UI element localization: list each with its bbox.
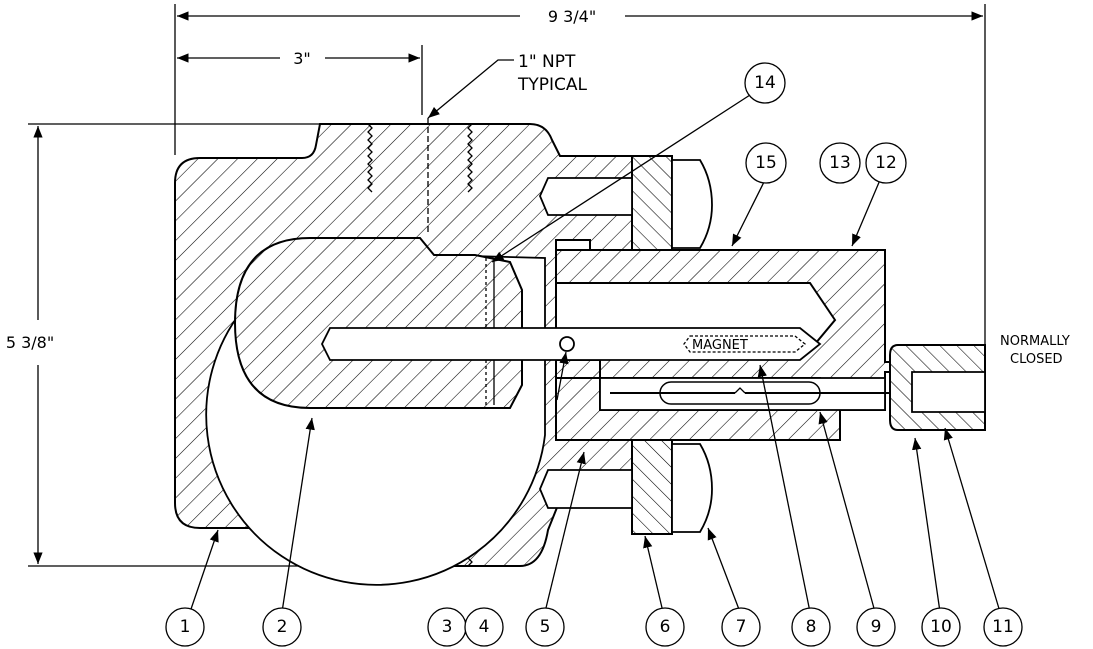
balloon-11: 11 xyxy=(983,607,1023,647)
svg-text:15: 15 xyxy=(755,153,777,173)
npt-note-line1: 1" NPT xyxy=(518,52,576,72)
svg-text:2: 2 xyxy=(277,617,288,637)
dimension-overall-height: 5 3/8" xyxy=(6,123,330,567)
bolt-bottom xyxy=(539,439,713,535)
svg-text:5: 5 xyxy=(540,617,551,637)
flange-length-label: 3" xyxy=(293,49,311,68)
npt-note-line2: TYPICAL xyxy=(517,75,588,95)
overall-height-label: 5 3/8" xyxy=(6,333,54,352)
svg-text:8: 8 xyxy=(806,617,817,637)
compression-fitting xyxy=(889,344,986,431)
balloon-6: 6 xyxy=(645,607,685,647)
dimension-flange-length: 3" xyxy=(177,45,423,115)
svg-text:9: 9 xyxy=(871,617,882,637)
balloon-14: 14 xyxy=(744,62,786,104)
overall-length-label: 9 3/4" xyxy=(548,7,596,26)
leader-lines xyxy=(189,94,1001,613)
svg-text:12: 12 xyxy=(875,153,897,173)
balloon-2: 2 xyxy=(262,607,302,647)
balloon-4: 4 xyxy=(464,607,504,647)
magnet: MAGNET xyxy=(683,335,807,353)
balloon-5: 5 xyxy=(525,607,565,647)
balloon-8: 8 xyxy=(791,607,831,647)
svg-text:11: 11 xyxy=(992,617,1014,637)
svg-text:4: 4 xyxy=(479,617,490,637)
switch-note-line1: NORMALLY xyxy=(1000,334,1070,349)
svg-text:1: 1 xyxy=(180,617,191,637)
balloon-15: 15 xyxy=(745,142,787,184)
dimension-overall-length: 9 3/4" xyxy=(174,4,986,395)
svg-text:3: 3 xyxy=(442,617,453,637)
balloon-7: 7 xyxy=(721,607,761,647)
reed-switch xyxy=(599,377,985,411)
svg-text:14: 14 xyxy=(754,73,776,93)
svg-text:7: 7 xyxy=(736,617,747,637)
switch-note-line2: CLOSED xyxy=(1010,352,1063,367)
balloon-1: 1 xyxy=(165,607,205,647)
bolt-top xyxy=(539,155,713,251)
npt-note: 1" NPT TYPICAL xyxy=(427,52,588,119)
svg-text:13: 13 xyxy=(829,153,851,173)
svg-text:10: 10 xyxy=(930,617,952,637)
balloon-3: 3 xyxy=(427,607,467,647)
balloon-13: 13 xyxy=(819,142,861,184)
pivot-pin xyxy=(559,336,575,352)
balloon-10: 10 xyxy=(921,607,961,647)
balloon-12: 12 xyxy=(865,142,907,184)
magnet-label: MAGNET xyxy=(692,338,748,353)
svg-text:6: 6 xyxy=(660,617,671,637)
float-arm xyxy=(233,237,523,409)
balloon-9: 9 xyxy=(856,607,896,647)
switch-note: NORMALLY CLOSED xyxy=(1000,334,1070,367)
